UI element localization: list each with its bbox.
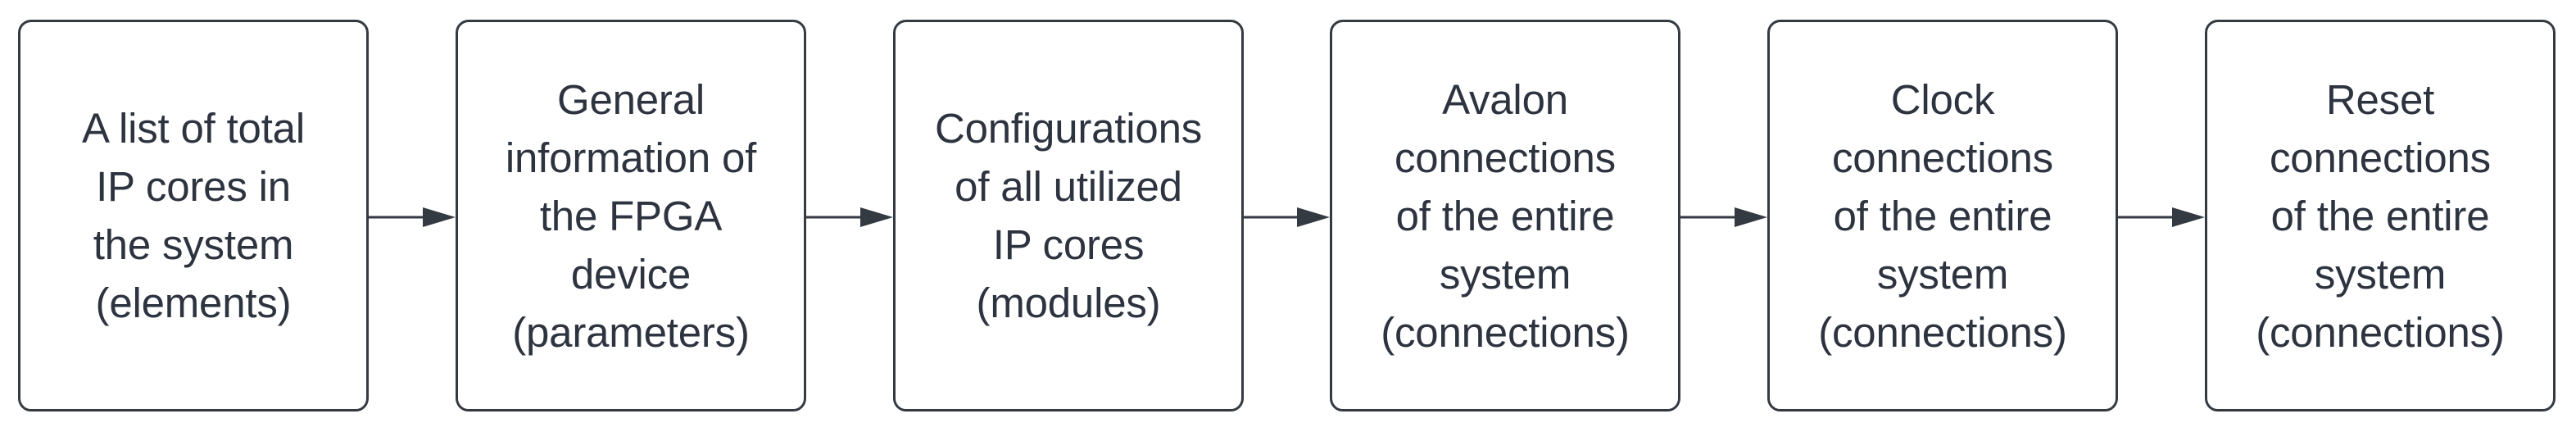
arrowhead-4 bbox=[1735, 207, 1767, 227]
arrowhead-1 bbox=[423, 207, 456, 227]
arrowhead-3 bbox=[1297, 207, 1330, 227]
node-ip-core-configurations: Configurations of all utilized IP cores … bbox=[893, 20, 1244, 412]
node-label-clock-connections: Clock connections of the entire system (… bbox=[1818, 75, 2067, 356]
node-label-avalon-connections: Avalon connections of the entire system … bbox=[1381, 75, 1630, 356]
node-label-ip-core-list: A list of total IP cores in the system (… bbox=[82, 105, 305, 326]
arrowhead-2 bbox=[860, 207, 893, 227]
node-ip-core-list: A list of total IP cores in the system (… bbox=[18, 20, 369, 412]
arrowhead-5 bbox=[2172, 207, 2205, 227]
node-clock-connections: Clock connections of the entire system (… bbox=[1767, 20, 2118, 412]
node-avalon-connections: Avalon connections of the entire system … bbox=[1330, 20, 1680, 412]
node-fpga-device-info: General information of the FPGA device (… bbox=[456, 20, 806, 412]
node-label-fpga-device-info: General information of the FPGA device (… bbox=[505, 75, 757, 356]
node-label-reset-connections: Reset connections of the entire system (… bbox=[2256, 75, 2505, 356]
node-label-ip-core-configurations: Configurations of all utilized IP cores … bbox=[934, 105, 1203, 326]
node-reset-connections: Reset connections of the entire system (… bbox=[2205, 20, 2556, 412]
